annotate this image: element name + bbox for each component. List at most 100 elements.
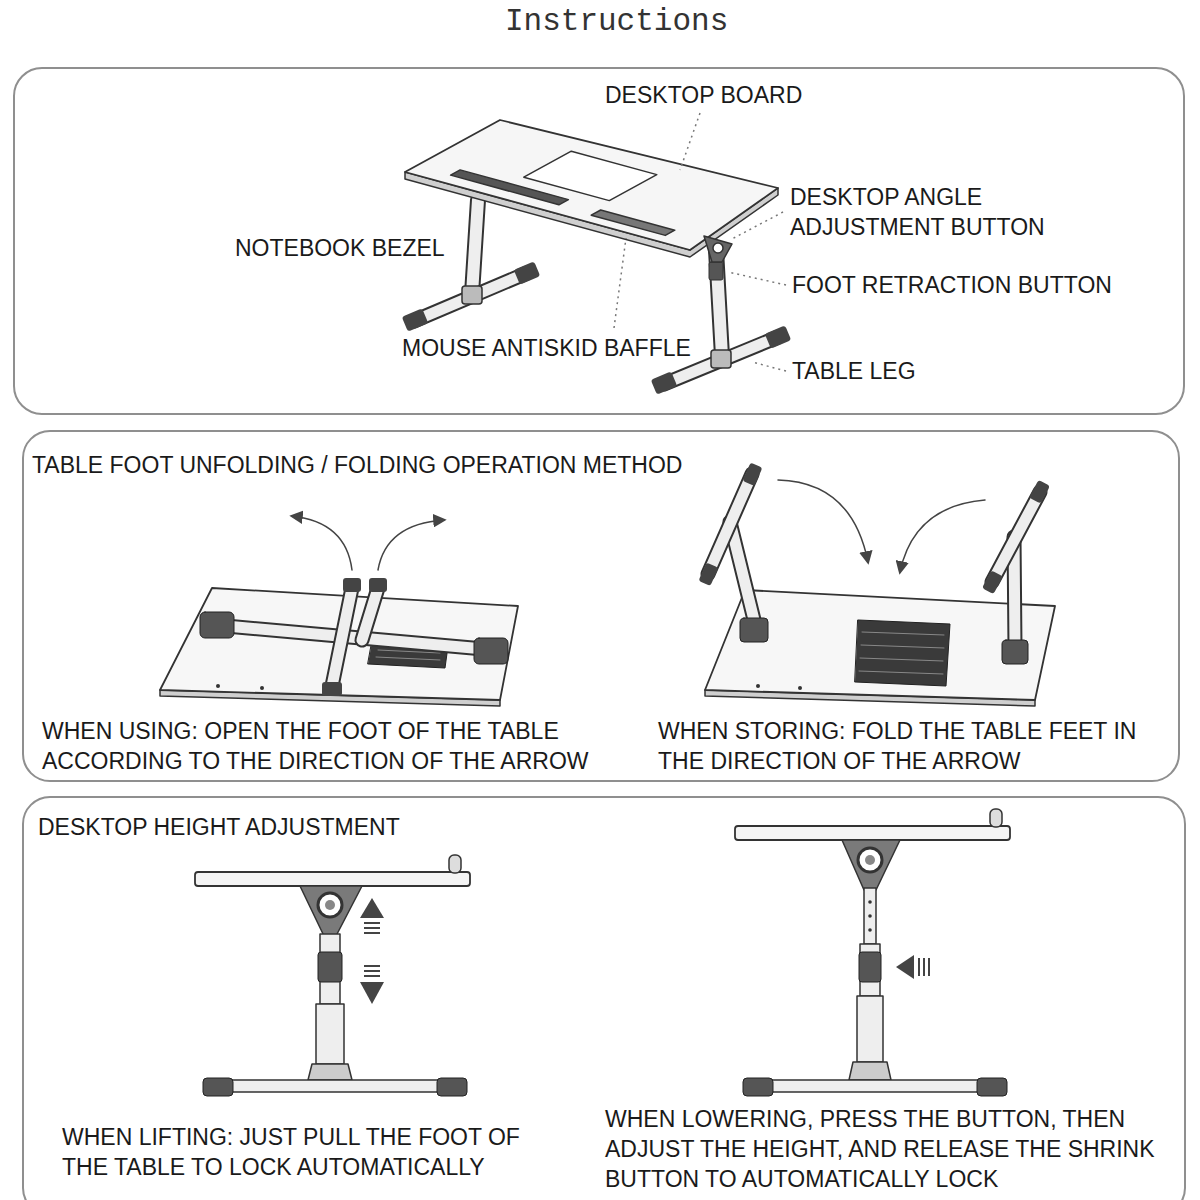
table-drawing-part: [472, 200, 478, 294]
lift-drawing-part: [195, 872, 470, 886]
lift-drawing-part: [318, 952, 342, 982]
lift-drawing: [195, 855, 470, 1096]
lift-drawing-part: [360, 898, 384, 918]
fold-drawing-part: [992, 492, 1040, 582]
table-drawing-part: [451, 170, 569, 205]
lower-drawing-part: [990, 809, 1002, 827]
fold-drawing-part: [730, 522, 756, 628]
lift-drawing-part: [364, 927, 380, 929]
section-heading: DESKTOP HEIGHT ADJUSTMENT: [38, 812, 638, 842]
unfold-drawing-part: [332, 588, 352, 686]
lower-drawing-part: [918, 958, 920, 976]
fold-drawing-part: [756, 684, 760, 688]
unfold-drawing-part: [292, 516, 352, 570]
table-drawing: [402, 120, 792, 395]
part-label: FOOT RETRACTION BUTTON: [792, 270, 1172, 300]
lower-drawing-part: [859, 952, 881, 982]
instruction-caption: WHEN STORING: FOLD THE TABLE FEET IN THE…: [658, 716, 1148, 776]
lower-drawing-part: [743, 1078, 773, 1096]
unfold-drawing: [160, 516, 518, 706]
table-drawing-part: [713, 243, 723, 253]
panel-frame: [14, 68, 1184, 414]
fold-drawing-part: [708, 474, 752, 574]
instruction-caption: WHEN LIFTING: JUST PULL THE FOOT OF THE …: [62, 1122, 567, 1182]
part-label: TABLE LEG: [792, 356, 1092, 386]
lower-drawing-part: [842, 840, 900, 890]
unfold-drawing-part: [343, 578, 361, 592]
lift-drawing-part: [318, 893, 342, 917]
table-drawing-part: [704, 236, 732, 262]
lift-drawing-part: [325, 900, 335, 910]
fold-drawing-part: [859, 671, 943, 674]
lower-drawing-part: [857, 996, 883, 1062]
lift-drawing-part: [364, 922, 380, 924]
lift-drawing-part: [205, 1080, 465, 1092]
lower-drawing-part: [745, 1080, 1005, 1092]
fold-drawing-part: [860, 658, 943, 661]
fold-drawing-part: [982, 570, 1003, 594]
lower-drawing-part: [735, 826, 1010, 840]
lower-drawing-part: [923, 958, 925, 976]
instruction-caption: WHEN USING: OPEN THE FOOT OF THE TABLE A…: [42, 716, 654, 776]
fold-drawing: [698, 462, 1055, 706]
lower-drawing-part: [868, 914, 872, 918]
lift-drawing-part: [364, 932, 380, 934]
lift-drawing-part: [364, 965, 380, 967]
lift-drawing-part: [364, 975, 380, 977]
lift-drawing-part: [316, 1004, 344, 1064]
lower-drawing-part: [868, 900, 872, 904]
table-drawing-part: [472, 200, 478, 294]
table-drawing-part: [405, 120, 778, 250]
table-drawing-part: [765, 325, 792, 348]
lift-drawing-part: [360, 982, 384, 1004]
unfold-drawing-part: [260, 686, 264, 690]
fold-drawing-part: [992, 492, 1040, 582]
instruction-panel: TABLE FOOT UNFOLDING / FOLDING OPERATION…: [22, 430, 1180, 782]
unfold-drawing-part: [474, 638, 508, 664]
lower-drawing-part: [864, 888, 876, 944]
lift-drawing-part: [203, 1078, 233, 1096]
fold-drawing-part: [900, 500, 985, 572]
unfold-drawing-part: [362, 588, 378, 640]
fold-drawing-part: [740, 618, 768, 642]
unfold-drawing-part: [378, 520, 444, 570]
lower-drawing-part: [860, 944, 880, 996]
part-label: MOUSE ANTISKID BAFFLE: [402, 333, 712, 363]
table-drawing-part: [591, 210, 675, 235]
table-drawing-part: [709, 262, 723, 280]
page-title: Instructions: [505, 4, 728, 40]
leader-lines: [614, 113, 786, 371]
fold-drawing-part: [730, 522, 756, 628]
unfold-drawing-part: [160, 588, 518, 700]
lower-drawing-part: [977, 1078, 1007, 1096]
table-drawing-part: [651, 371, 678, 394]
table-drawing-part: [462, 286, 482, 304]
unfold-drawing-part: [322, 682, 342, 696]
lower-drawing-part: [928, 958, 930, 976]
unfold-drawing-part: [376, 657, 440, 660]
fold-drawing-part: [798, 686, 802, 690]
fold-drawing-part: [742, 462, 762, 486]
unfold-drawing-part: [332, 588, 352, 686]
leader-lines-part: [752, 362, 786, 371]
fold-drawing-part: [861, 645, 944, 648]
unfold-drawing-part: [216, 684, 220, 688]
fold-drawing-part: [855, 620, 950, 686]
lower-drawing-part: [896, 955, 914, 979]
leader-lines-part: [680, 113, 700, 170]
lift-drawing-part: [300, 886, 362, 936]
lift-drawing-part: [449, 855, 461, 873]
leader-lines-part: [730, 212, 783, 240]
fold-drawing-part: [698, 562, 718, 586]
section-heading: TABLE FOOT UNFOLDING / FOLDING OPERATION…: [32, 450, 812, 480]
fold-drawing-part: [778, 480, 868, 562]
table-drawing-part: [711, 350, 731, 368]
lift-drawing-part: [308, 1064, 352, 1080]
part-label: DESKTOP ANGLE ADJUSTMENT BUTTON: [790, 182, 1090, 242]
unfold-drawing-part: [362, 588, 378, 640]
table-drawing-part: [402, 308, 429, 331]
lower-drawing-part: [849, 1062, 891, 1080]
table-drawing-part: [514, 261, 541, 284]
